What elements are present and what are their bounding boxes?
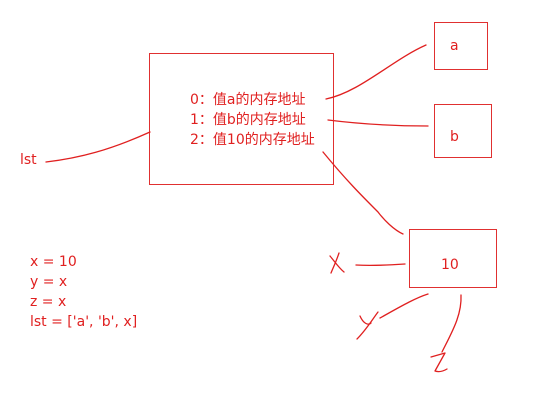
- pointer-line-10: [322, 151, 404, 235]
- code-line-1: x = 10: [30, 254, 77, 270]
- code-line-3: z = x: [30, 294, 67, 310]
- value-b-label: b: [450, 129, 459, 145]
- code-line-4: lst = ['a', 'b', x]: [30, 314, 138, 330]
- code-line-2: y = x: [30, 274, 68, 290]
- list-entry-2: 2：值10的内存地址: [190, 132, 315, 148]
- list-entry-0: 0：值a的内存地址: [190, 92, 306, 108]
- pointer-line-y: [379, 293, 429, 319]
- handwritten-x-letter: [329, 252, 345, 274]
- pointer-line-a: [325, 44, 427, 100]
- value-10-box: [409, 229, 497, 288]
- pointer-line-b: [327, 119, 429, 127]
- list-entry-1: 1：值b的内存地址: [190, 112, 306, 128]
- value-a-label: a: [450, 38, 459, 54]
- list-object-box: [149, 53, 334, 185]
- value-b-box: [434, 104, 492, 158]
- pointer-line-x: [355, 263, 406, 267]
- value-a-box: [434, 22, 488, 70]
- variable-lst-label: lst: [20, 152, 37, 168]
- value-10-label: 10: [441, 257, 459, 273]
- handwritten-y-letter: [356, 311, 379, 340]
- pointer-line-z: [441, 294, 462, 353]
- handwritten-z-letter: [430, 352, 448, 373]
- lst-arrow-line: [45, 131, 151, 163]
